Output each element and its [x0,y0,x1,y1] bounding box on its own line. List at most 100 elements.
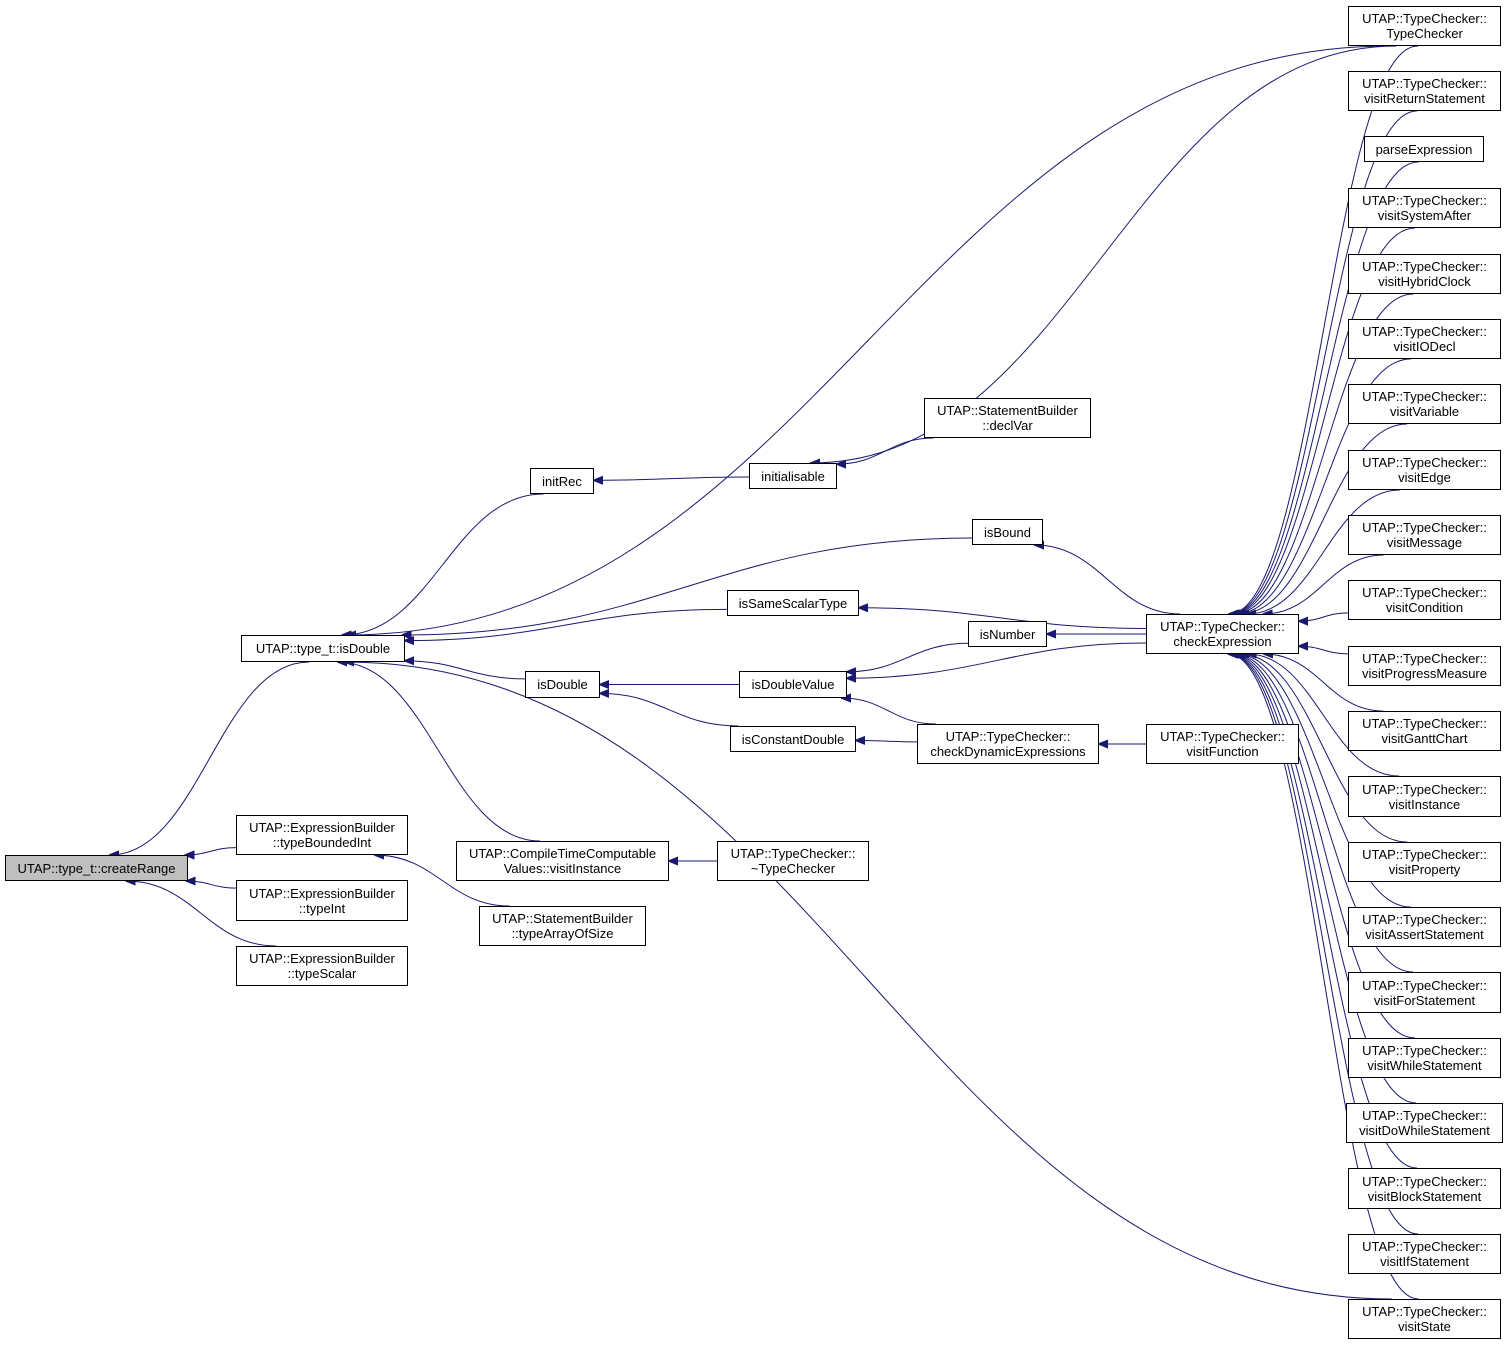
edge-visitProperty-to-checkExpression [1240,654,1407,843]
edge-typeArrayOfSize-to-typeBoundedInt [375,855,510,907]
node-check-dynamic-expressions[interactable]: UTAP::TypeChecker::checkDynamicExpressio… [917,724,1099,764]
node-type-array-of-size[interactable]: UTAP::StatementBuilder::typeArrayOfSize [479,906,646,946]
edge-visitForStatement-to-checkExpression [1234,654,1413,973]
node-is-same-scalar-type[interactable]: isSameScalarType [727,590,859,616]
edge-isNumber-to-isDoubleValue [847,642,969,671]
node-label-line: visitInstance [1388,796,1461,812]
node-label-line: visitSystemAfter [1377,208,1472,223]
node-label-line: ::typeArrayOfSize [511,926,614,941]
node-label-line: UTAP::TypeChecker:: [1362,847,1487,862]
node-label-line: UTAP::TypeChecker:: [1362,585,1487,600]
node-visit-hybrid-clock[interactable]: UTAP::TypeChecker::visitHybridClock [1348,254,1501,294]
node-visit-variable[interactable]: UTAP::TypeChecker::visitVariable [1348,384,1501,424]
node-is-constant-double[interactable]: isConstantDouble [730,726,856,752]
edge-typeBoundedInt-to-createRange [185,847,237,855]
node-visit-instance[interactable]: UTAP::TypeChecker::visitInstance [1348,776,1501,817]
node-label-line: UTAP::CompileTimeComputable [468,846,657,861]
edge-checkExpression-to-isDoubleValue [847,642,1147,678]
edge-checkDynamicExpressions-to-isConstantDouble [856,740,918,741]
node-visit-gantt-chart[interactable]: UTAP::TypeChecker::visitGanttChart [1348,711,1501,751]
node-label-line: UTAP::TypeChecker:: [945,729,1071,744]
node-check-expression[interactable]: UTAP::TypeChecker::checkExpression [1146,614,1299,654]
node-label-line: UTAP::TypeChecker:: [1160,729,1285,744]
node-label-line: UTAP::TypeChecker:: [1362,11,1487,26]
node-label-line: UTAP::TypeChecker:: [1362,716,1487,731]
node-label-line: ::typeBoundedInt [272,835,372,850]
node-label-line: TypeChecker [1386,26,1463,41]
node-label-line: UTAP::TypeChecker:: [1362,1304,1487,1319]
edge-visitDoWhileStatement-to-checkExpression [1231,654,1417,1104]
node-label-line: UTAP::TypeChecker:: [1362,76,1487,91]
node-label-line: UTAP::TypeChecker:: [1362,912,1487,927]
node-label-line: ~TypeChecker [750,861,836,876]
node-visit-do-while-statement[interactable]: UTAP::TypeChecker::visitDoWhileStatement [1346,1103,1503,1143]
node-is-number[interactable]: isNumber [968,621,1047,647]
node-visit-if-statement[interactable]: UTAP::TypeChecker::visitIfStatement [1348,1234,1501,1274]
node-label-line: UTAP::TypeChecker:: [730,846,856,861]
node-type-checker-constructor[interactable]: UTAP::TypeChecker::TypeChecker [1348,6,1501,46]
edge-visitWhileStatement-to-checkExpression [1232,654,1415,1039]
node-label-line: visitBlockStatement [1367,1188,1482,1204]
node-label-line: UTAP::TypeChecker:: [1362,389,1487,404]
node-visit-property[interactable]: UTAP::TypeChecker::visitProperty [1348,842,1501,882]
node-is-double[interactable]: isDouble [525,671,600,698]
edge-visitIODecl-to-checkExpression [1236,358,1411,614]
node-decl-var[interactable]: UTAP::StatementBuilder::declVar [924,398,1091,438]
node-visit-state[interactable]: UTAP::TypeChecker::visitState [1348,1299,1501,1339]
node-label-line: UTAP::TypeChecker:: [1362,520,1487,535]
node-visit-block-statement[interactable]: UTAP::TypeChecker::visitBlockStatement [1348,1168,1501,1209]
node-label-line: initRec [542,473,582,489]
edge-visitEdge-to-checkExpression [1247,489,1400,614]
edge-isConstantDouble-to-isDoubleFree [600,693,739,727]
node-visit-assert-statement[interactable]: UTAP::TypeChecker::visitAssertStatement [1348,907,1501,947]
node-label-line: Values::visitInstance [503,861,622,876]
node-visit-while-statement[interactable]: UTAP::TypeChecker::visitWhileStatement [1348,1038,1501,1078]
node-label-line: UTAP::type_t::createRange [17,860,176,876]
edge-visitSystemAfter-to-checkExpression [1232,227,1416,614]
node-is-double-value[interactable]: isDoubleValue [739,671,847,698]
node-visit-progress-measure[interactable]: UTAP::TypeChecker::visitProgressMeasure [1348,646,1501,686]
node-visit-message[interactable]: UTAP::TypeChecker::visitMessage [1348,515,1501,555]
edge-ctcvVisitInstance-to-isDoubleMember [338,662,540,842]
node-label-line: ::typeInt [298,900,346,916]
node-label-line: UTAP::ExpressionBuilder [249,951,395,966]
node-label-line: parseExpression [1375,141,1473,157]
node-label-line: initialisable [761,468,825,484]
node-visit-for-statement[interactable]: UTAP::TypeChecker::visitForStatement [1348,972,1501,1013]
node-label-line: visitProgressMeasure [1362,666,1487,681]
node-visit-condition[interactable]: UTAP::TypeChecker::visitCondition [1348,580,1501,620]
node-label-line: isNumber [979,626,1036,642]
edge-isDoubleFree-to-isDoubleMember [405,661,526,680]
edge-visitHybridClock-to-checkExpression [1234,293,1414,614]
edge-ctorTypeChecker-to-initialisable [811,45,1397,463]
node-parse-expression[interactable]: parseExpression [1364,136,1484,162]
node-visit-edge[interactable]: UTAP::TypeChecker::visitEdge [1348,450,1501,490]
node-type-is-double[interactable]: UTAP::type_t::isDouble [241,635,405,662]
node-label-line: visitIODecl [1393,339,1456,354]
node-label-line: visitFunction [1186,744,1259,759]
node-label-line: UTAP::TypeChecker:: [1362,259,1487,274]
edge-ctorTypeChecker-to-isDoubleMember [347,45,1390,635]
node-init-rec[interactable]: initRec [530,468,594,494]
edge-visitGanttChart-to-checkExpression [1264,654,1383,712]
node-visit-system-after[interactable]: UTAP::TypeChecker::visitSystemAfter [1348,188,1501,228]
node-label-line: UTAP::TypeChecker:: [1362,1239,1487,1254]
node-label-line: UTAP::StatementBuilder [937,403,1078,418]
node-visit-return-statement[interactable]: UTAP::TypeChecker::visitReturnStatement [1348,71,1501,111]
edge-isBound-to-isDoubleMember [402,537,973,635]
edge-typeScalar-to-createRange [126,881,276,947]
node-type-scalar[interactable]: UTAP::ExpressionBuilder::typeScalar [236,946,408,986]
node-label-line: isBound [984,524,1031,540]
edge-visitVariable-to-checkExpression [1240,423,1407,614]
node-visit-io-decl[interactable]: UTAP::TypeChecker::visitIODecl [1348,319,1501,359]
node-visit-function[interactable]: UTAP::TypeChecker::visitFunction [1146,724,1299,764]
node-type-bounded-int[interactable]: UTAP::ExpressionBuilder::typeBoundedInt [236,815,408,855]
node-is-bound[interactable]: isBound [972,519,1043,545]
node-label-line: visitEdge [1398,470,1451,485]
node-initialisable[interactable]: initialisable [749,463,837,489]
node-label-line: isSameScalarType [738,595,848,611]
node-type-checker-destructor[interactable]: UTAP::TypeChecker::~TypeChecker [717,841,869,881]
edge-checkExpression-to-isBound [1035,545,1181,615]
node-type-int[interactable]: UTAP::ExpressionBuilder::typeInt [236,880,408,921]
